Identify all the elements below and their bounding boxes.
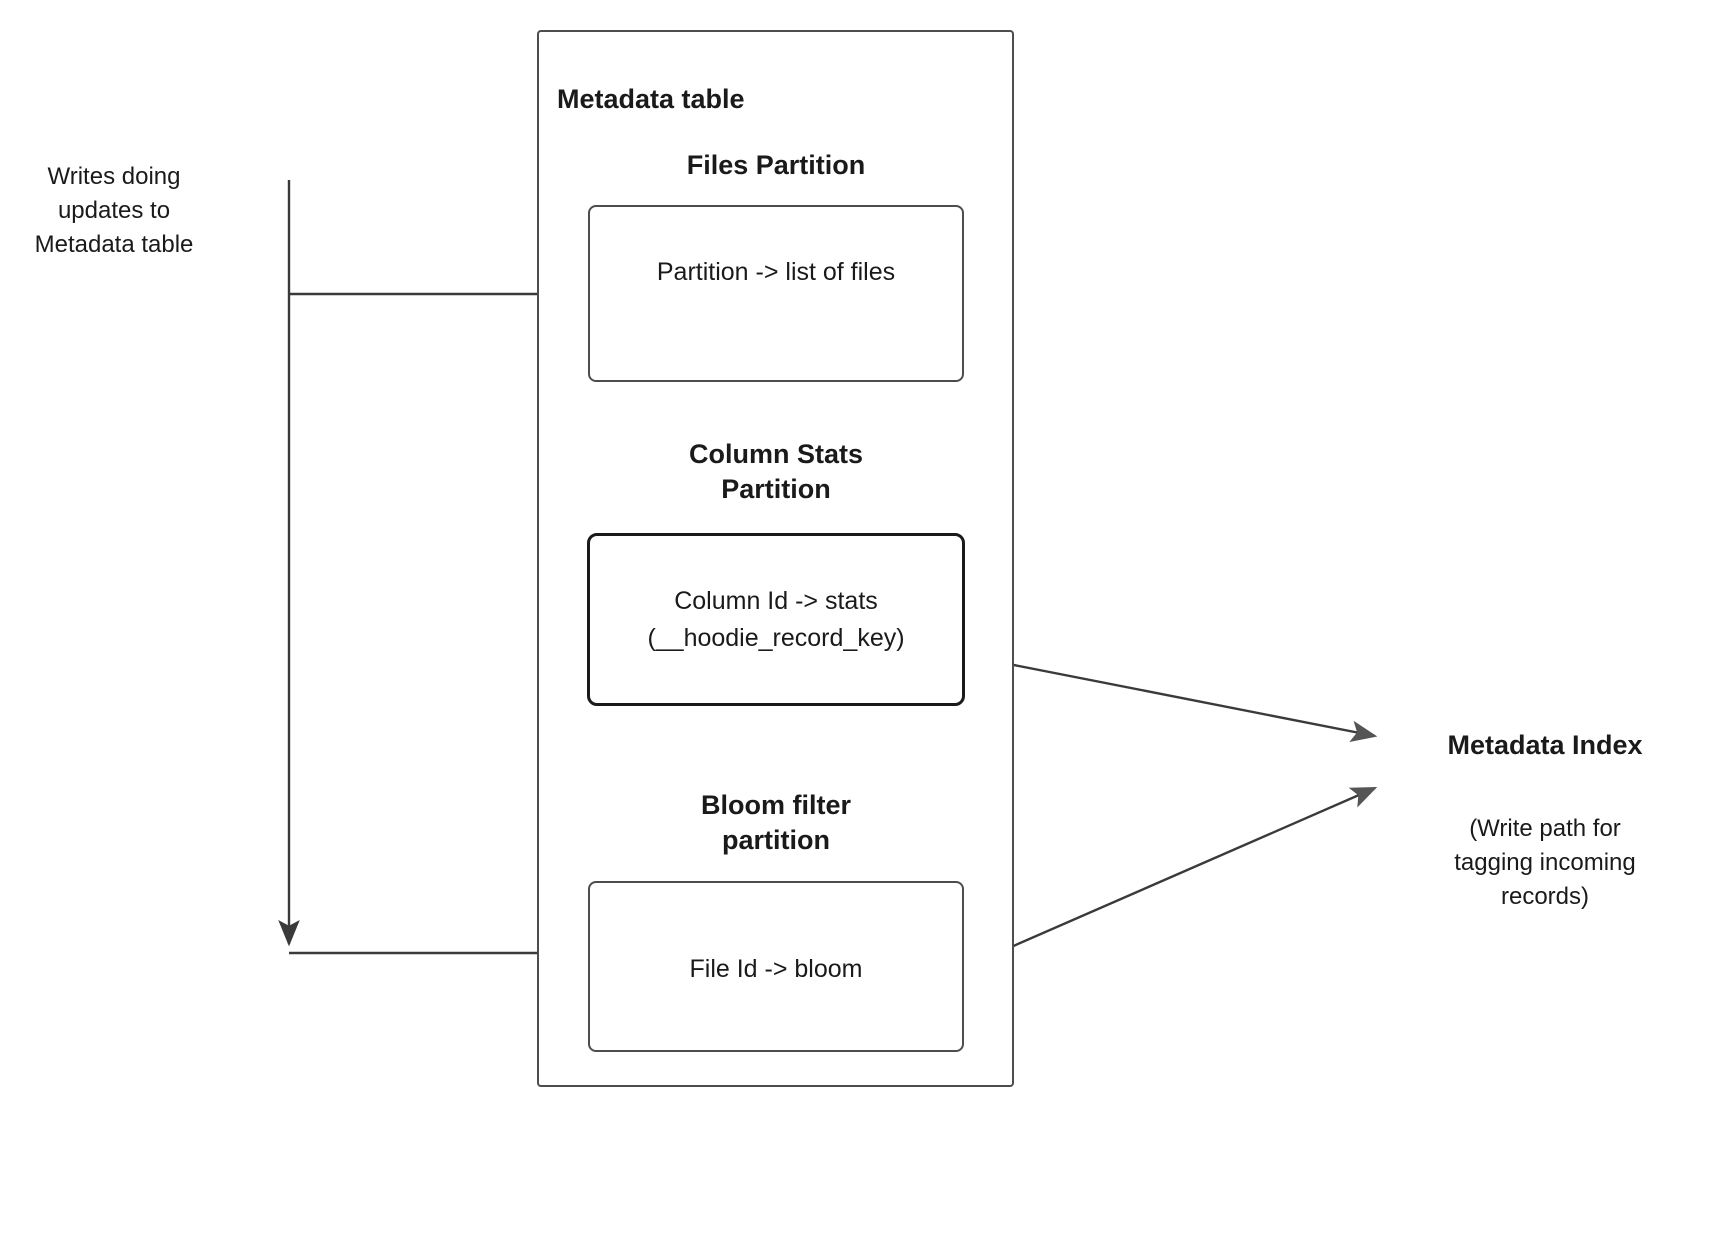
colstats-to-index-arrow	[962, 653, 1378, 742]
metadata-index-title: Metadata Index	[1447, 730, 1643, 760]
metadata-index-subtitle: (Write path for tagging incoming records…	[1454, 815, 1636, 911]
files-partition-box-text: Partition -> list of files	[656, 258, 896, 286]
bloom-filter-partition-box-text: File Id -> bloom	[689, 955, 863, 983]
files-partition-title: Files Partition	[686, 150, 866, 180]
files-partition-box	[588, 205, 964, 382]
column-stats-partition-box-text: Column Id -> stats (__hoodie_record_key)	[647, 587, 905, 652]
bloom-filter-partition-title: Bloom filter partition	[700, 790, 851, 855]
metadata-table-title: Metadata table	[557, 84, 745, 114]
column-stats-partition-box	[587, 533, 965, 706]
bloom-filter-partition-box	[588, 881, 964, 1052]
writes-updates-label: Writes doing updates to Metadata table	[34, 163, 194, 259]
bloom-to-index-arrow	[962, 786, 1378, 970]
column-stats-partition-title: Column Stats Partition	[688, 439, 863, 504]
